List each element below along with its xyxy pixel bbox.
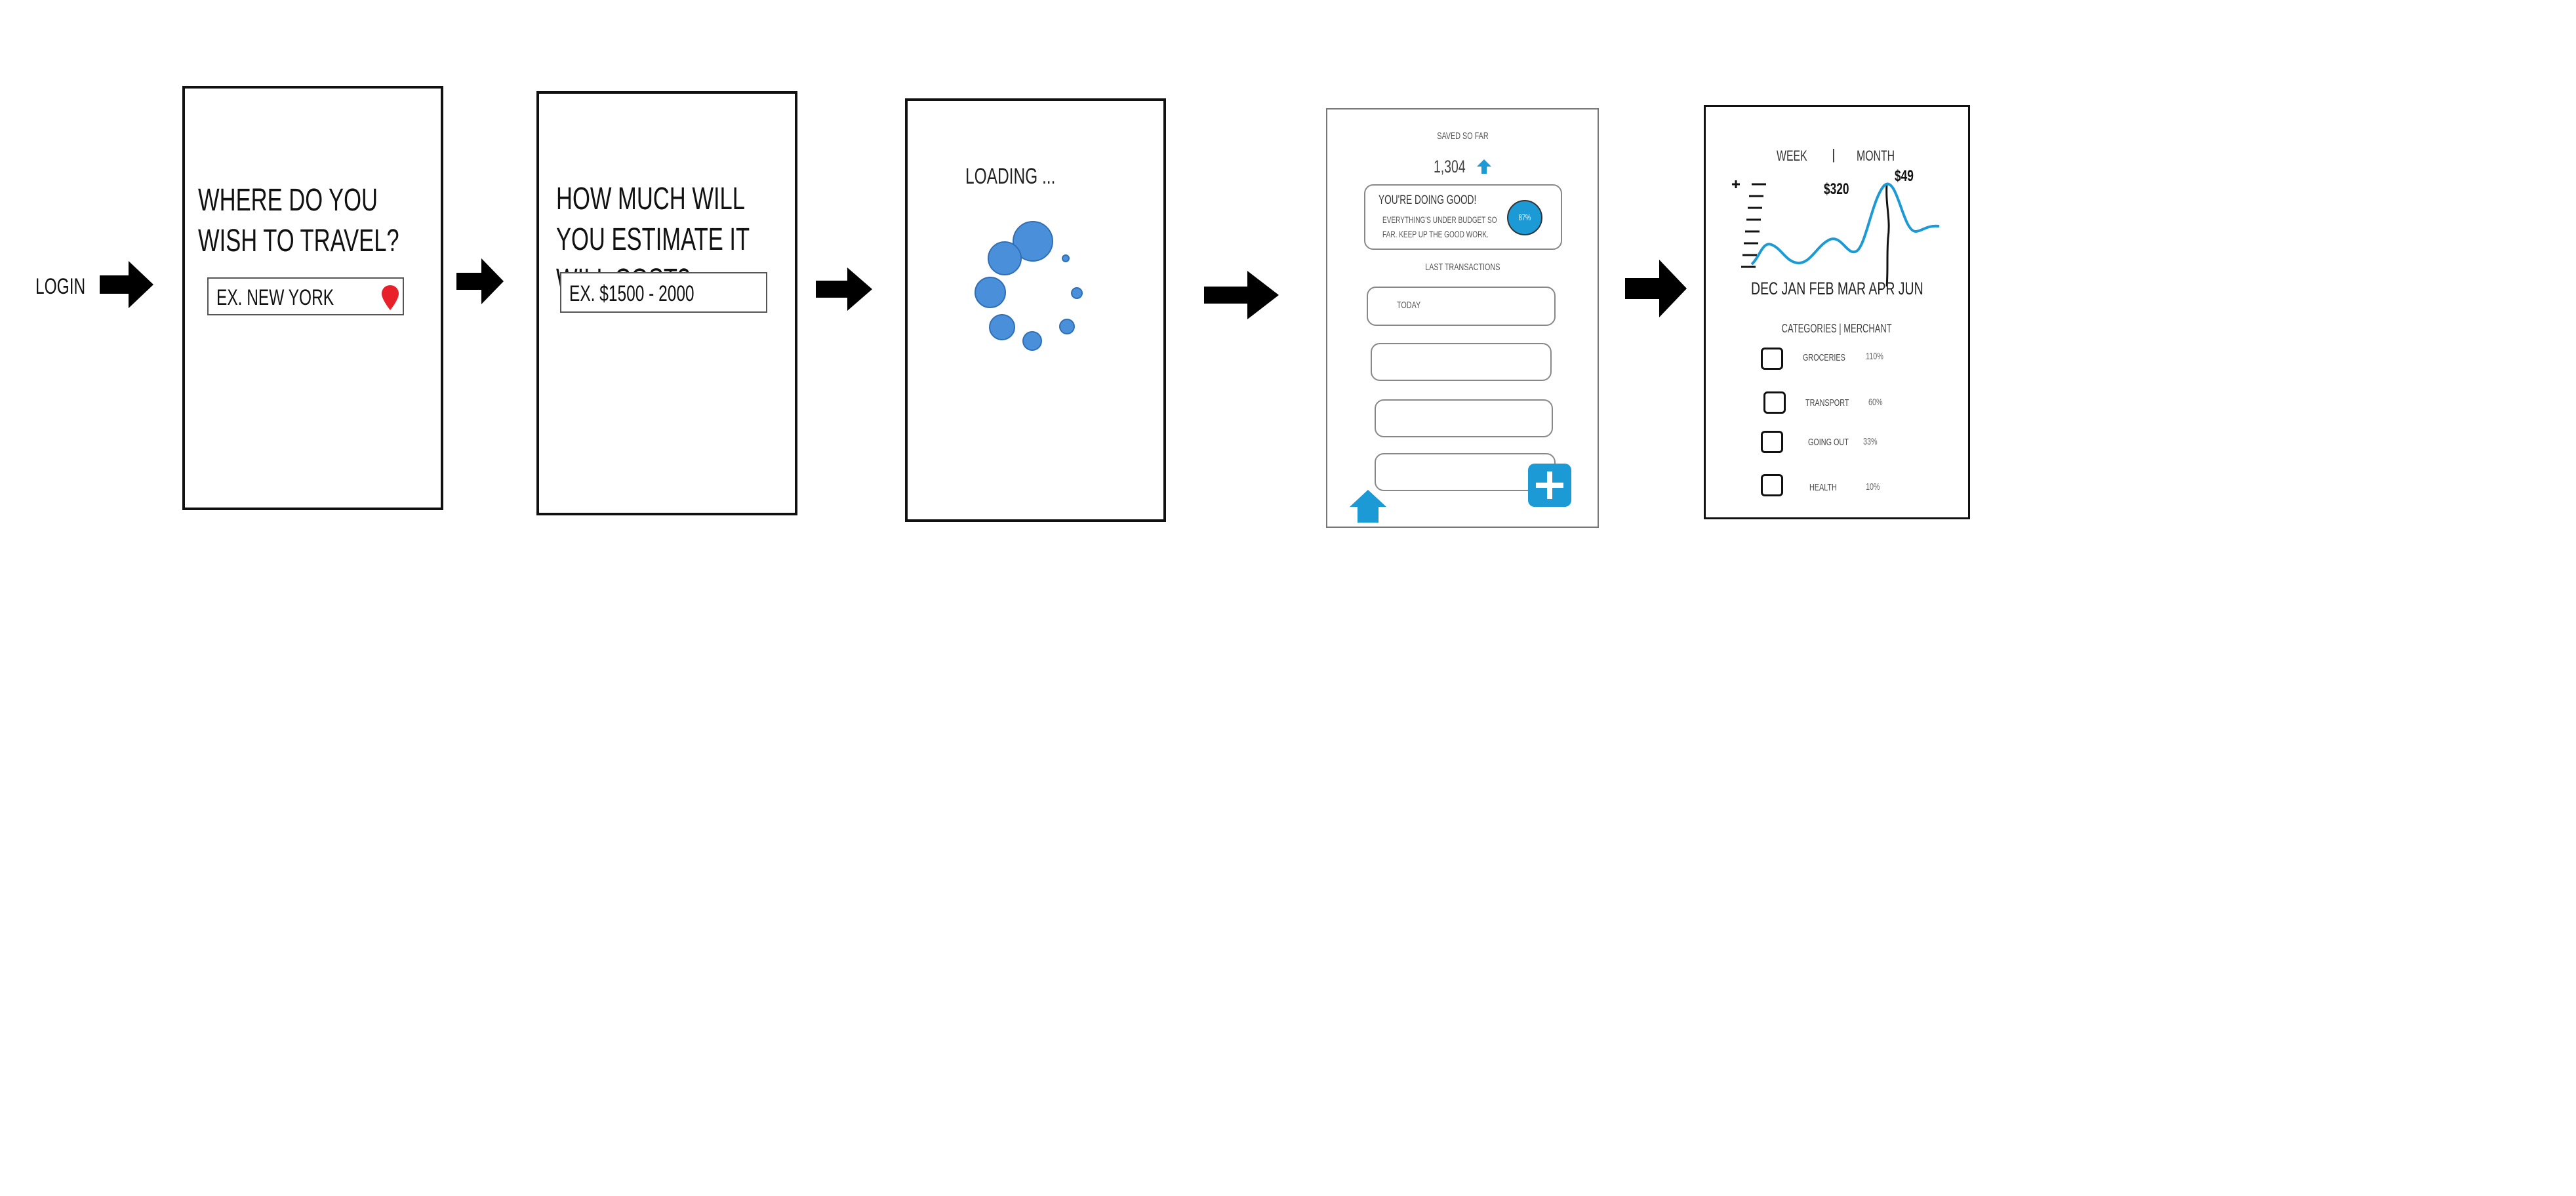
category-row[interactable]	[1761, 474, 1783, 496]
flow-arrow-5	[1625, 260, 1687, 317]
screen-cost: HOW MUCH WILL YOU ESTIMATE IT WILL COST?…	[536, 91, 797, 515]
category-percent: 110%	[1866, 351, 1883, 362]
plus-icon	[1535, 470, 1565, 504]
screen-stats: WEEK | MONTH $320 $49 DEC JAN FEB	[1704, 105, 1970, 519]
add-transaction-button[interactable]	[1528, 464, 1571, 507]
categories-header: CATEGORIES | MERCHANT	[1781, 322, 1893, 335]
loading-spinner-icon	[967, 219, 1091, 373]
login-label: LOGIN	[35, 274, 86, 299]
category-row[interactable]	[1761, 348, 1783, 370]
flow-arrow-3	[816, 268, 872, 311]
status-body-line1: EVERYTHING'S UNDER BUDGET SO	[1382, 214, 1497, 225]
map-pin-icon	[382, 285, 399, 313]
category-name: GROCERIES	[1803, 352, 1845, 363]
screen-dashboard: SAVED SO FAR 1,304 YOU'RE DOING GOOD! EV…	[1326, 108, 1599, 528]
category-checkbox[interactable]	[1761, 348, 1783, 370]
home-button[interactable]	[1350, 490, 1386, 526]
tab-month[interactable]: MONTH	[1857, 148, 1895, 164]
flow-arrow-2	[456, 258, 504, 304]
tab-separator: |	[1832, 146, 1836, 163]
category-percent: 10%	[1866, 481, 1880, 492]
tab-week[interactable]: WEEK	[1777, 148, 1807, 164]
transaction-item[interactable]	[1375, 453, 1556, 491]
home-icon	[1350, 490, 1386, 525]
status-progress-badge: 87%	[1507, 200, 1542, 235]
transactions-label: LAST TRANSACTIONS	[1424, 262, 1500, 273]
status-title: YOU'RE DOING GOOD!	[1379, 193, 1477, 207]
loading-label: LOADING ...	[965, 164, 1056, 189]
flow-arrow-1	[100, 261, 153, 308]
screen-destination: WHERE DO YOU WISH TO TRAVEL? EX. NEW YOR…	[182, 86, 443, 510]
screen-loading: LOADING ...	[905, 98, 1166, 522]
category-row[interactable]	[1763, 391, 1786, 414]
transaction-item[interactable]: TODAY	[1367, 287, 1556, 326]
category-row[interactable]	[1761, 431, 1783, 453]
value-label: $320	[1824, 180, 1849, 198]
category-percent: 33%	[1863, 436, 1878, 447]
saved-label: SAVED SO FAR	[1436, 130, 1489, 142]
status-body-line2: FAR. KEEP UP THE GOOD WORK.	[1382, 229, 1489, 239]
peak-label: $49	[1895, 167, 1914, 185]
status-card: YOU'RE DOING GOOD! EVERYTHING'S UNDER BU…	[1364, 184, 1562, 250]
category-checkbox[interactable]	[1761, 431, 1783, 453]
destination-input[interactable]: EX. NEW YORK	[207, 277, 404, 315]
category-percent: 60%	[1868, 397, 1883, 408]
destination-question: WHERE DO YOU WISH TO TRAVEL?	[198, 183, 399, 258]
flow-arrow-4	[1204, 271, 1279, 319]
category-name: GOING OUT	[1808, 437, 1849, 448]
transaction-item[interactable]	[1375, 399, 1553, 437]
transaction-item[interactable]	[1371, 343, 1552, 381]
spending-line-chart	[1725, 179, 1955, 294]
cost-input[interactable]: EX. $1500 - 2000	[560, 272, 767, 313]
category-name: HEALTH	[1809, 482, 1837, 493]
category-checkbox[interactable]	[1763, 391, 1786, 414]
category-checkbox[interactable]	[1761, 474, 1783, 496]
month-axis-labels: DEC JAN FEB MAR APR JUN	[1750, 279, 1923, 298]
saved-amount: 1,304	[1434, 157, 1466, 176]
up-arrow-icon	[1477, 159, 1491, 177]
category-name: TRANSPORT	[1805, 397, 1849, 409]
